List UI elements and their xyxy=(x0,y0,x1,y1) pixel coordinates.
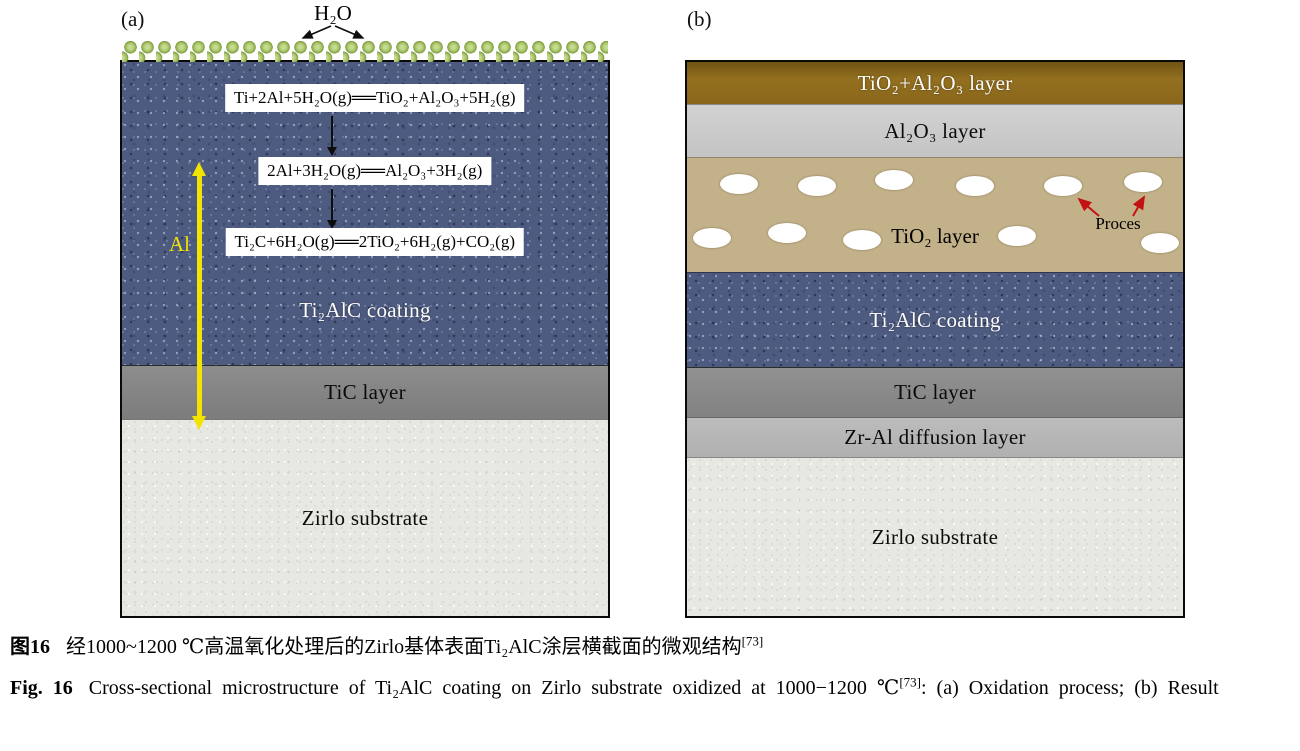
substrate-label-a: Zirlo substrate xyxy=(301,505,429,530)
caption-en-ref: [73] xyxy=(899,674,921,690)
pore xyxy=(693,228,731,248)
reaction-equation-3: Ti₂C+6H₂O(g)══2TiO₂+6H₂(g)+CO₂(g) xyxy=(225,228,524,257)
tio2-al2o3-label: TiO₂+Al₂O₃ layer xyxy=(857,70,1013,95)
tio2-label: TiO₂ layer xyxy=(891,224,979,248)
tic-label-b: TiC layer xyxy=(894,380,976,404)
pore xyxy=(798,176,836,196)
pore xyxy=(720,174,758,194)
panel-b-tag: (b) xyxy=(687,7,712,31)
caption-zh-number: 图16 xyxy=(10,636,50,658)
al-diffusion-arrow xyxy=(192,162,206,430)
pore xyxy=(1141,233,1179,253)
down-arrow-icon xyxy=(326,189,337,229)
pores-container xyxy=(687,158,1183,272)
coating-label-b: Ti₂AlC coating xyxy=(869,307,1001,332)
coating-label-a: Ti₂AlC coating xyxy=(299,298,431,322)
ti2alc-coating-layer-b: Ti₂AlC coating xyxy=(687,272,1183,367)
substrate-label-b: Zirlo substrate xyxy=(871,524,999,549)
water-droplets-row xyxy=(122,40,608,62)
caption-en-text-tail: : (a) Oxidation process; (b) Result xyxy=(920,677,1219,699)
pore xyxy=(1044,176,1082,196)
caption-zh-text: 经1000~1200 ℃高温氧化处理后的Zirlo基体表面Ti₂AlC涂层横截面… xyxy=(66,636,742,658)
al2o3-label: Al₂O₃ layer xyxy=(884,118,986,143)
caption-en-number: Fig. 16 xyxy=(10,677,73,699)
pore xyxy=(998,226,1036,246)
pore xyxy=(1124,172,1162,192)
tic-label-a: TiC layer xyxy=(324,380,406,404)
zr-al-diffusion-label: Zr-Al diffusion layer xyxy=(844,425,1026,449)
ti2alc-coating-layer-a: Ti+2Al+5H₂O(g)══TiO₂+Al₂O₃+5H₂(g) 2Al+3H… xyxy=(122,62,608,365)
pore xyxy=(768,223,806,243)
pores-annotation-label: Proces xyxy=(1095,214,1141,233)
down-arrow-icon xyxy=(326,116,337,156)
tic-layer-b: TiC layer xyxy=(687,367,1183,417)
pore-arrows-icon xyxy=(1077,195,1146,217)
al2o3-layer: Al₂O₃ layer xyxy=(687,104,1183,157)
caption-chinese: 图16 经1000~1200 ℃高温氧化处理后的Zirlo基体表面Ti₂AlC涂层… xyxy=(10,630,1294,659)
zr-al-diffusion-layer: Zr-Al diffusion layer xyxy=(687,417,1183,457)
tio2-layer: TiO₂ layer Proces xyxy=(687,157,1183,272)
pore xyxy=(956,176,994,196)
tic-layer-a: TiC layer xyxy=(122,365,608,419)
caption-en-text: Cross-sectional microstructure of Ti₂AlC… xyxy=(88,677,900,699)
al-diffusion-label: Al xyxy=(169,232,190,256)
zirlo-substrate-b: Zirlo substrate xyxy=(687,457,1183,616)
h2o-arrows-icon xyxy=(301,25,365,39)
reaction-equation-2: 2Al+3H₂O(g)══Al₂O₃+3H₂(g) xyxy=(258,157,492,186)
panel-b-diagram: TiO₂+Al₂O₃ layer Al₂O₃ layer TiO₂ layer … xyxy=(685,60,1185,618)
figure-caption: 图16 经1000~1200 ℃高温氧化处理后的Zirlo基体表面Ti₂AlC涂层… xyxy=(10,630,1294,706)
pore xyxy=(875,170,913,190)
reaction-equation-1: Ti+2Al+5H₂O(g)══TiO₂+Al₂O₃+5H₂(g) xyxy=(224,84,525,113)
pore xyxy=(843,230,881,250)
panel-a-tag: (a) xyxy=(121,7,145,31)
h2o-label: H₂O xyxy=(314,1,352,25)
panel-a-diagram: Ti+2Al+5H₂O(g)══TiO₂+Al₂O₃+5H₂(g) 2Al+3H… xyxy=(120,60,610,618)
zirlo-substrate-a: Zirlo substrate xyxy=(122,419,608,616)
caption-zh-ref: [73] xyxy=(741,633,764,649)
tio2-al2o3-layer: TiO₂+Al₂O₃ layer xyxy=(687,62,1183,104)
caption-english: Fig. 16 Cross-sectional microstructure of… xyxy=(10,670,1294,706)
